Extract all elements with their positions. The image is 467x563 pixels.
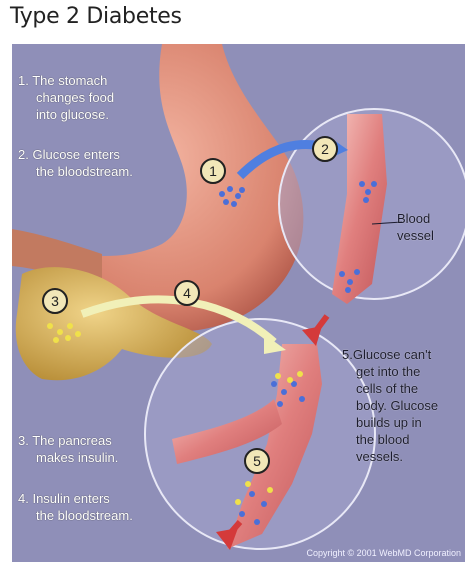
blood-vessel-line-1: Blood: [397, 211, 430, 226]
page-title: Type 2 Diabetes: [10, 4, 182, 29]
step-2-label: 2. Glucose enters the bloodstream.: [18, 146, 133, 180]
marker-step-2: 2: [312, 136, 338, 162]
step-5-label: 5.Glucose can't get into the cells of th…: [342, 346, 438, 465]
step-1-line-2: changes food: [18, 90, 114, 105]
step-5-line-7: vessels.: [342, 449, 403, 464]
marker-step-4: 4: [174, 280, 200, 306]
step-4-number: 4.: [18, 491, 29, 506]
step-1-label: 1. The stomach changes food into glucose…: [18, 72, 114, 123]
step-2-line-2: the bloodstream.: [18, 164, 133, 179]
step-4-label: 4. Insulin enters the bloodstream.: [18, 490, 133, 524]
step-4-line-1: Insulin enters: [32, 491, 109, 506]
step-4-line-2: the bloodstream.: [18, 508, 133, 523]
step-3-line-2: makes insulin.: [18, 450, 118, 465]
step-1-number: 1.: [18, 73, 29, 88]
copyright-notice: Copyright © 2001 WebMD Corporation: [306, 548, 461, 558]
marker-step-5: 5: [244, 448, 270, 474]
illustration-panel: 1 2 3 4 5 1. The stomach changes food in…: [12, 44, 465, 562]
marker-step-1: 1: [200, 158, 226, 184]
step-5-line-2: get into the: [342, 364, 420, 379]
step-5-line-3: cells of the: [342, 381, 418, 396]
step-1-line-3: into glucose.: [18, 107, 109, 122]
marker-step-3: 3: [42, 288, 68, 314]
step-3-line-1: The pancreas: [32, 433, 112, 448]
step-1-line-1: The stomach: [32, 73, 107, 88]
step-5-line-4: body. Glucose: [342, 398, 438, 413]
step-3-number: 3.: [18, 433, 29, 448]
blood-vessel-label: Blood vessel: [397, 210, 434, 244]
blood-vessel-line-2: vessel: [397, 228, 434, 243]
step-5-line-6: the blood: [342, 432, 410, 447]
step-2-line-1: Glucose enters: [32, 147, 119, 162]
step-2-number: 2.: [18, 147, 29, 162]
step-3-label: 3. The pancreas makes insulin.: [18, 432, 118, 466]
step-5-line-5: builds up in: [342, 415, 422, 430]
step-5-line-1: Glucose can't: [353, 347, 431, 362]
step-5-number: 5.: [342, 347, 353, 362]
